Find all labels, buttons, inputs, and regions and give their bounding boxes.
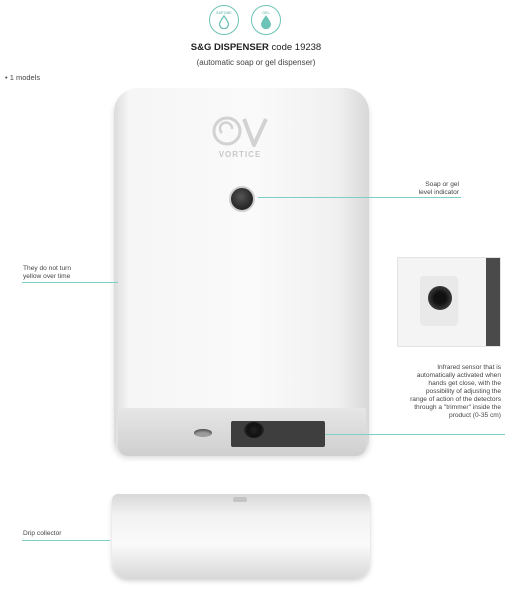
drip-collector-logo: [233, 497, 247, 502]
soap-drop-icon: [218, 15, 230, 29]
dispense-nozzle: [194, 429, 212, 437]
drip-collector-image: [112, 494, 370, 578]
sensor-caption: Infrared sensor that is automatically ac…: [410, 364, 501, 419]
vortice-logo-text: VORTICE: [218, 150, 262, 159]
yellowing-caption: They do not turn yellow over time: [23, 265, 72, 280]
models-count: • 1 models: [5, 73, 41, 82]
sensor-leader-line: [325, 434, 505, 435]
yellowing-leader-line: [22, 282, 118, 283]
vortice-logo-icon: [212, 116, 268, 147]
gel-badge-label: GEL: [262, 11, 270, 15]
drip-collector-leader-line: [22, 540, 110, 541]
product-subtitle: (automatic soap or gel dispenser): [196, 58, 316, 67]
gel-badge-icon: GEL: [251, 5, 281, 35]
gel-drop-icon: [260, 15, 272, 29]
soap-badge-label: SAPONE: [216, 11, 232, 15]
level-indicator-leader-line: [258, 197, 461, 198]
sensor-eye: [244, 422, 264, 438]
sensor-detail-image: [397, 257, 501, 347]
level-indicator-window: [229, 186, 255, 212]
product-name: S&G DISPENSER: [190, 42, 269, 53]
detail-dark-edge: [486, 258, 500, 346]
product-title: S&G DISPENSER code 19238: [0, 42, 512, 53]
detail-sensor-lens: [428, 286, 452, 310]
product-code: code 19238: [268, 42, 322, 53]
drip-collector-caption: Drip collector: [23, 530, 62, 537]
dispenser-body-image: [114, 88, 369, 454]
soap-badge-icon: SAPONE: [209, 5, 239, 35]
level-indicator-caption: Soap or gel level indicator: [418, 181, 459, 196]
